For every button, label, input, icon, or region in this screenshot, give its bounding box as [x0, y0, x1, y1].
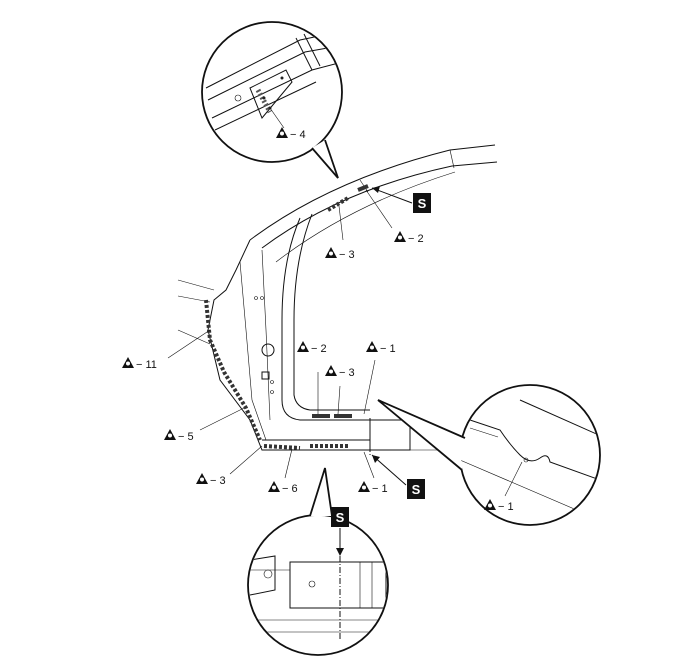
svg-text:S: S	[412, 482, 421, 497]
pillar-assembly	[177, 144, 498, 455]
callout-number: − 4	[290, 129, 306, 141]
weld-callout-front-5: − 5	[164, 429, 194, 443]
callout-number: − 3	[339, 249, 355, 261]
callout-number: − 1	[380, 343, 396, 355]
callout-number: − 2	[408, 233, 424, 245]
callout-number: − 11	[136, 359, 157, 371]
bottom-detail-view	[247, 467, 389, 656]
callout-number: − 1	[372, 483, 388, 495]
cut-symbol-top: S	[371, 186, 431, 213]
right-detail-view	[377, 384, 601, 526]
callout-number: − 2	[311, 343, 327, 355]
weld-callout-bottom-6: − 6	[268, 481, 298, 495]
svg-text:S: S	[418, 196, 427, 211]
weld-callout-mid-2: − 2	[297, 341, 327, 355]
callout-number: − 3	[339, 367, 355, 379]
callout-number: − 1	[498, 501, 514, 513]
weld-callout-front-11: − 11	[122, 357, 157, 371]
weld-callout-mid-1: − 1	[366, 341, 396, 355]
top-detail-view	[201, 21, 343, 179]
svg-text:S: S	[336, 510, 345, 525]
weld-callout-pillar-2: − 2	[394, 231, 424, 245]
cut-symbol-bottom-right: S	[371, 454, 425, 499]
callout-number: − 3	[210, 475, 226, 487]
cut-symbol-bottom-detail: S	[331, 507, 349, 527]
weld-callout-bottom-1: − 1	[358, 481, 388, 495]
weld-callout-front-3: − 3	[196, 473, 226, 487]
weld-callout-top-detail-4: − 4	[276, 127, 306, 141]
callout-number: − 5	[178, 431, 194, 443]
callout-number: − 6	[282, 483, 298, 495]
weld-callout-mid-3: − 3	[325, 365, 355, 379]
weld-callout-pillar-3: − 3	[325, 247, 355, 261]
callout-labels: − 4 − 2 − 3 − 11 − 2 − 1 − 3 − 5 − 3 − 6 − 1 − 1	[122, 127, 514, 513]
weld-callout-right-detail-1: − 1	[484, 499, 514, 513]
leader-lines	[167, 189, 393, 479]
